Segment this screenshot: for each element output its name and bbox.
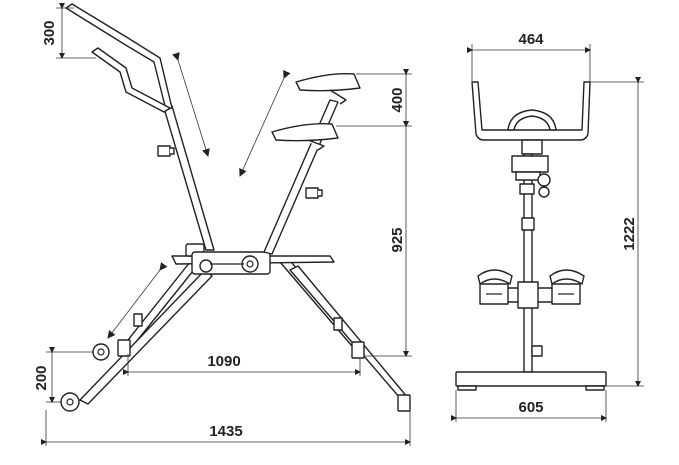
main-frame	[157, 99, 339, 255]
dim-total-height: 1222	[621, 217, 638, 250]
front-wheel-upper	[92, 343, 110, 361]
side-view	[60, 3, 411, 412]
adjust-arrows	[107, 52, 291, 339]
seats	[271, 72, 361, 151]
front-dimensions: 464 1222 605	[451, 31, 644, 422]
dim-base-width: 605	[518, 399, 543, 416]
front-wheel-lower	[60, 392, 80, 412]
front-view	[455, 81, 607, 391]
dim-seat-adjust: 400	[389, 87, 406, 112]
clamp-block	[511, 155, 549, 173]
pedal-platform	[171, 243, 335, 275]
dim-wheel-height: 200	[33, 365, 50, 390]
dim-inner-base: 1090	[207, 353, 240, 370]
dim-seat-height: 925	[389, 227, 406, 252]
front-base	[455, 371, 607, 387]
dim-front-width: 464	[518, 31, 544, 48]
handlebar	[65, 3, 173, 113]
front-pedals	[477, 269, 585, 309]
base-legs	[60, 257, 411, 412]
dim-handle-adjust: 300	[41, 20, 58, 45]
side-dimensions: 300 400 925 200 1090 1435	[33, 3, 412, 446]
front-handlebar	[471, 81, 591, 155]
dim-total-length: 1435	[209, 423, 242, 440]
